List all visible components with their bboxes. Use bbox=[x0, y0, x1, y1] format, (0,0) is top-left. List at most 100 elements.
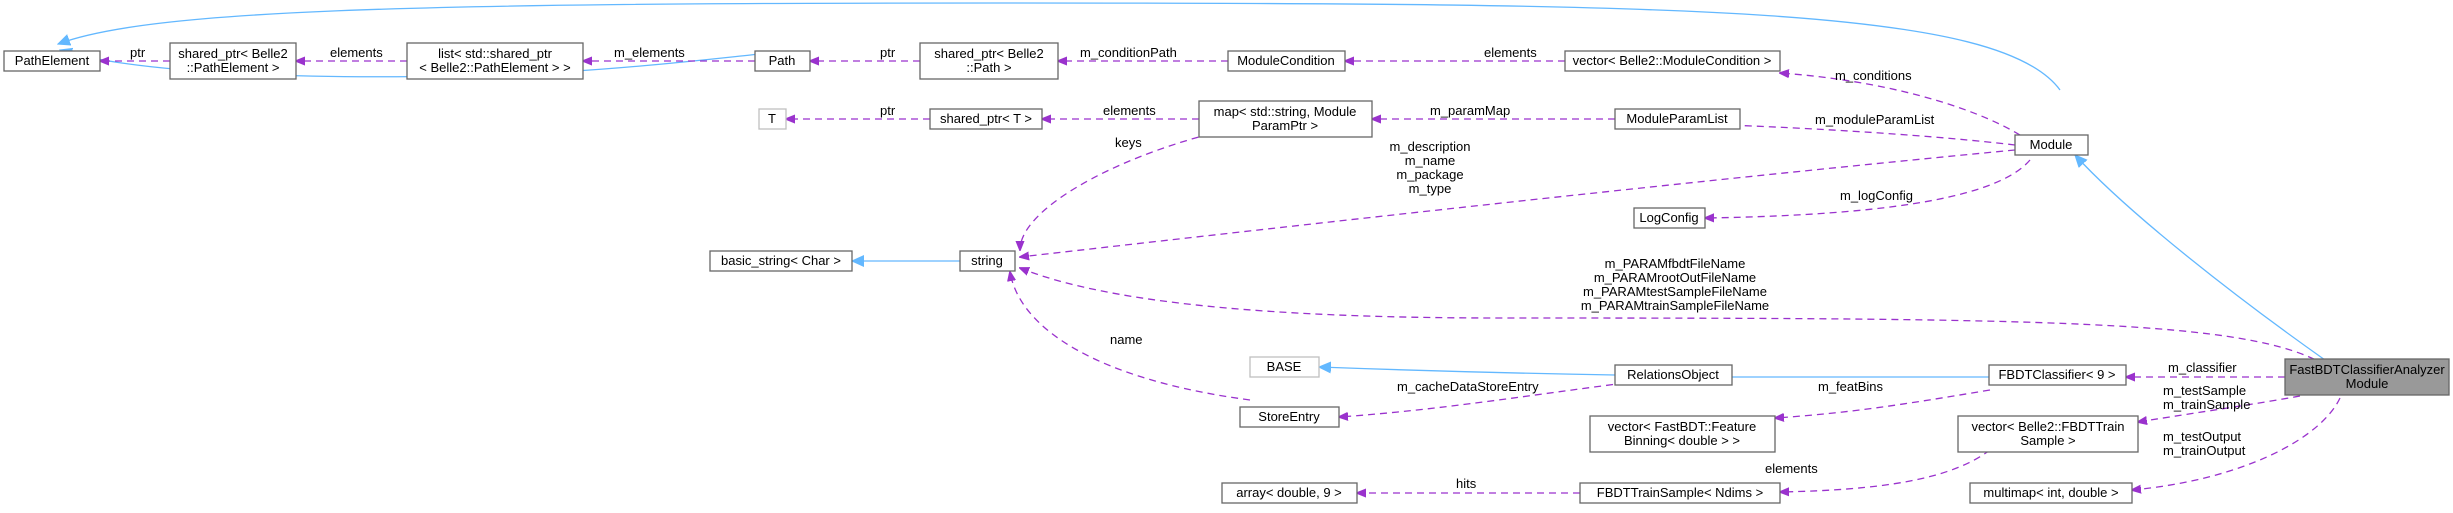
node-string[interactable]: string bbox=[959, 250, 1016, 272]
text-line: m_PARAMfbdtFileName bbox=[1605, 256, 1746, 271]
node-label: PathElement bbox=[15, 53, 90, 68]
edge-keys bbox=[1020, 133, 1211, 250]
node-label: StoreEntry bbox=[1258, 409, 1320, 424]
text-line: ParamPtr > bbox=[1252, 118, 1318, 133]
edge-m-cache bbox=[1339, 382, 1626, 417]
node-fbdt-train-sample[interactable]: FBDTTrainSample< Ndims > bbox=[1579, 482, 1781, 504]
text-line: m_trainOutput bbox=[2163, 443, 2246, 458]
edge-samples bbox=[2138, 395, 2301, 422]
label-keys: keys bbox=[1115, 135, 1142, 150]
node-list-shared-ptr-pathelement[interactable]: list< std::shared_ptr< Belle2::PathEleme… bbox=[406, 42, 584, 80]
text-line: m_name bbox=[1405, 153, 1456, 168]
node-store-entry[interactable]: StoreEntry bbox=[1239, 406, 1340, 428]
nodes-layer: PathElement shared_ptr< Belle2::PathElem… bbox=[3, 42, 2450, 504]
node-module[interactable]: Module bbox=[2014, 134, 2089, 156]
label-hits: hits bbox=[1456, 476, 1477, 491]
label-m-elements-path: m_elements bbox=[614, 45, 685, 60]
text-line: Path bbox=[769, 53, 796, 68]
node-module-condition[interactable]: ModuleCondition bbox=[1227, 50, 1346, 72]
text-line: ::Path > bbox=[966, 60, 1011, 75]
node-t[interactable]: T bbox=[758, 108, 787, 130]
text-line: Sample > bbox=[2020, 433, 2075, 448]
text-line: m_PARAMrootOutFileName bbox=[1594, 270, 1756, 285]
node-base[interactable]: BASE bbox=[1249, 356, 1320, 378]
node-basic-string[interactable]: basic_string< Char > bbox=[709, 250, 853, 272]
node-shared-ptr-t[interactable]: shared_ptr< T > bbox=[929, 108, 1043, 130]
node-label: BASE bbox=[1267, 359, 1302, 374]
node-log-config[interactable]: LogConfig bbox=[1633, 207, 1706, 229]
label-m-module-param-list: m_moduleParamList bbox=[1815, 112, 1935, 127]
text-line: RelationsObject bbox=[1627, 367, 1719, 382]
edge-param-files bbox=[1020, 268, 2326, 366]
text-line: m_cacheDataStoreEntry bbox=[1397, 379, 1539, 394]
text-line: T bbox=[768, 111, 776, 126]
node-label: LogConfig bbox=[1639, 210, 1698, 225]
text-line: FBDTClassifier< 9 > bbox=[1998, 367, 2115, 382]
node-label: FBDTTrainSample< Ndims > bbox=[1597, 485, 1763, 500]
edge-elements-train bbox=[1780, 449, 1991, 492]
label-m-classifier: m_classifier bbox=[2168, 360, 2237, 375]
text-line: keys bbox=[1115, 135, 1142, 150]
text-line: hits bbox=[1456, 476, 1477, 491]
text-line: elements bbox=[1484, 45, 1537, 60]
text-line: Module bbox=[2030, 137, 2073, 152]
label-name: name bbox=[1110, 332, 1143, 347]
edge-m-log-config bbox=[1705, 159, 2031, 218]
edge-focus-inherits-module bbox=[2075, 155, 2326, 361]
text-line: m_featBins bbox=[1818, 379, 1884, 394]
node-path-element[interactable]: PathElement bbox=[3, 50, 101, 72]
text-line: Binning< double > > bbox=[1624, 433, 1740, 448]
node-array-double[interactable]: array< double, 9 > bbox=[1221, 482, 1358, 504]
label-m-cache: m_cacheDataStoreEntry bbox=[1397, 379, 1539, 394]
node-vector-module-condition[interactable]: vector< Belle2::ModuleCondition > bbox=[1564, 50, 1781, 72]
node-label: RelationsObject bbox=[1627, 367, 1719, 382]
node-path[interactable]: Path bbox=[754, 50, 811, 72]
node-label: list< std::shared_ptr< Belle2::PathEleme… bbox=[419, 46, 570, 75]
label-ptr-pathelement: ptr bbox=[130, 45, 146, 60]
node-relations-object[interactable]: RelationsObject bbox=[1614, 364, 1733, 386]
text-line: m_logConfig bbox=[1840, 188, 1913, 203]
node-module-param-list[interactable]: ModuleParamList bbox=[1614, 108, 1741, 130]
node-shared-ptr-pathelement[interactable]: shared_ptr< Belle2::PathElement > bbox=[169, 42, 297, 80]
text-line: multimap< int, double > bbox=[1983, 485, 2118, 500]
text-line: ptr bbox=[130, 45, 146, 60]
label-elements-list: elements bbox=[330, 45, 383, 60]
text-line: m_moduleParamList bbox=[1815, 112, 1935, 127]
edges-layer bbox=[58, 2, 2341, 493]
node-multimap[interactable]: multimap< int, double > bbox=[1969, 482, 2133, 504]
text-line: name bbox=[1110, 332, 1143, 347]
node-label: shared_ptr< Belle2::PathElement > bbox=[178, 46, 288, 75]
text-line: vector< Belle2::FBDTTrain bbox=[1971, 419, 2124, 434]
text-line: m_classifier bbox=[2168, 360, 2237, 375]
node-label: string bbox=[971, 253, 1003, 268]
node-label: T bbox=[768, 111, 776, 126]
text-line: list< std::shared_ptr bbox=[438, 46, 552, 61]
text-line: basic_string< Char > bbox=[721, 253, 841, 268]
node-fbdt-classifier[interactable]: FBDTClassifier< 9 > bbox=[1988, 364, 2127, 386]
label-elements-map: elements bbox=[1103, 103, 1156, 118]
edge-relations-inherits-base bbox=[1319, 367, 1616, 376]
text-line: m_testSample bbox=[2163, 383, 2246, 398]
text-line: PathElement bbox=[15, 53, 90, 68]
text-line: elements bbox=[1103, 103, 1156, 118]
node-label: multimap< int, double > bbox=[1983, 485, 2118, 500]
text-line: StoreEntry bbox=[1258, 409, 1320, 424]
node-shared-ptr-path[interactable]: shared_ptr< Belle2::Path > bbox=[919, 42, 1059, 80]
node-label: shared_ptr< T > bbox=[940, 111, 1032, 126]
text-line: BASE bbox=[1267, 359, 1302, 374]
text-line: vector< FastBDT::Feature bbox=[1608, 419, 1756, 434]
text-line: m_package bbox=[1396, 167, 1463, 182]
text-line: elements bbox=[1765, 461, 1818, 476]
